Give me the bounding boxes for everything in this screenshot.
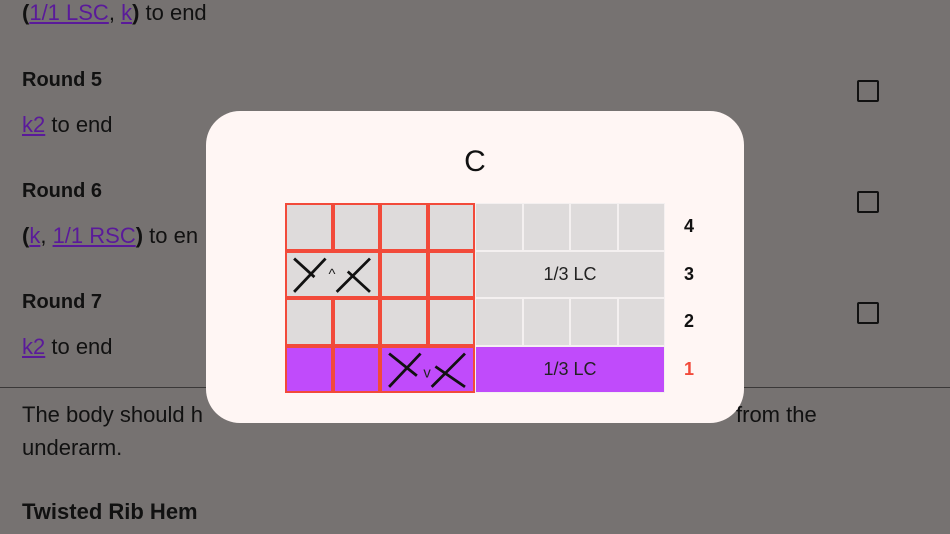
round-5-title: Round 5 [22,69,102,91]
round-6-checkbox[interactable] [857,191,879,213]
stitch-cell [570,203,618,251]
sep: , [40,223,53,248]
cable-label-cell: 1/3 LC [475,250,665,298]
paren: ( [22,0,30,25]
text: to end [139,0,207,25]
row-number: 2 [683,311,694,331]
stitch-cell [380,203,428,251]
row-number: 1 [683,358,694,379]
row-number: 3 [683,263,694,284]
paren: ) [135,223,144,248]
round-7-instruction: k2 to end [22,334,113,360]
stitch-link-lsc[interactable]: 1/1 LSC [29,0,109,25]
stitch-link-k[interactable]: k [29,223,41,248]
round-6-instruction: (k, 1/1 RSC) to en [22,223,198,249]
stitch-cell [285,345,333,393]
cable-cross-icon: v [388,351,466,388]
stitch-cell [617,298,665,346]
text: to end [45,334,113,359]
cable-cross-icon: ^ [293,257,371,293]
text: to end [45,112,113,137]
stitch-link-k[interactable]: k [121,0,133,25]
cable-stitch-cell: v [380,345,475,393]
round-7-checkbox[interactable] [857,302,879,324]
stitch-link-k2[interactable]: k2 [22,334,46,359]
cable-stitch-cell: ^ [285,250,380,298]
stitch-cell [427,203,475,251]
text: to en [143,223,199,248]
paren: ( [22,223,30,248]
stitch-cell [285,203,333,251]
stitch-cell [380,250,428,298]
stitch-cell [522,298,570,346]
stitch-cell [617,203,665,251]
round-7-title: Round 7 [22,291,102,313]
stitch-link-rsc[interactable]: 1/1 RSC [52,223,136,248]
paren: ) [132,0,140,25]
stitch-cell [570,298,618,346]
svg-text:v: v [423,365,431,381]
cable-label: 1/3 LC [543,263,597,284]
stitch-cell [332,203,380,251]
section-heading: Twisted Rib Hem [22,499,198,524]
paragraph-text: from the [736,402,817,427]
cable-label: 1/3 LC [543,358,597,379]
stitch-cell [522,203,570,251]
round-6-title: Round 6 [22,180,102,202]
stitch-cell [475,203,523,251]
stitch-cell [285,298,333,346]
chart-popup: C 4 ^ 1/3 LC 3 2 v 1/3 LC 1 [206,111,744,423]
paragraph-text: underarm. [22,435,123,460]
instruction-line: (1/1 LSC, k) to end [22,0,207,26]
stitch-cell [380,298,428,346]
chart-title: C [464,145,486,178]
paragraph-text: The body should h [22,402,204,427]
cable-label-cell: 1/3 LC [475,345,665,393]
stitch-link-k2[interactable]: k2 [22,112,46,137]
round-5-checkbox[interactable] [857,80,879,102]
sep: , [108,0,122,25]
stitch-cell [332,298,380,346]
stitch-cell [427,250,475,298]
stitch-cell [332,345,380,393]
row-number: 4 [683,216,694,236]
svg-text:^: ^ [329,266,336,282]
stitch-cell [475,298,523,346]
round-5-instruction: k2 to end [22,112,113,138]
stitch-cell [427,298,475,346]
